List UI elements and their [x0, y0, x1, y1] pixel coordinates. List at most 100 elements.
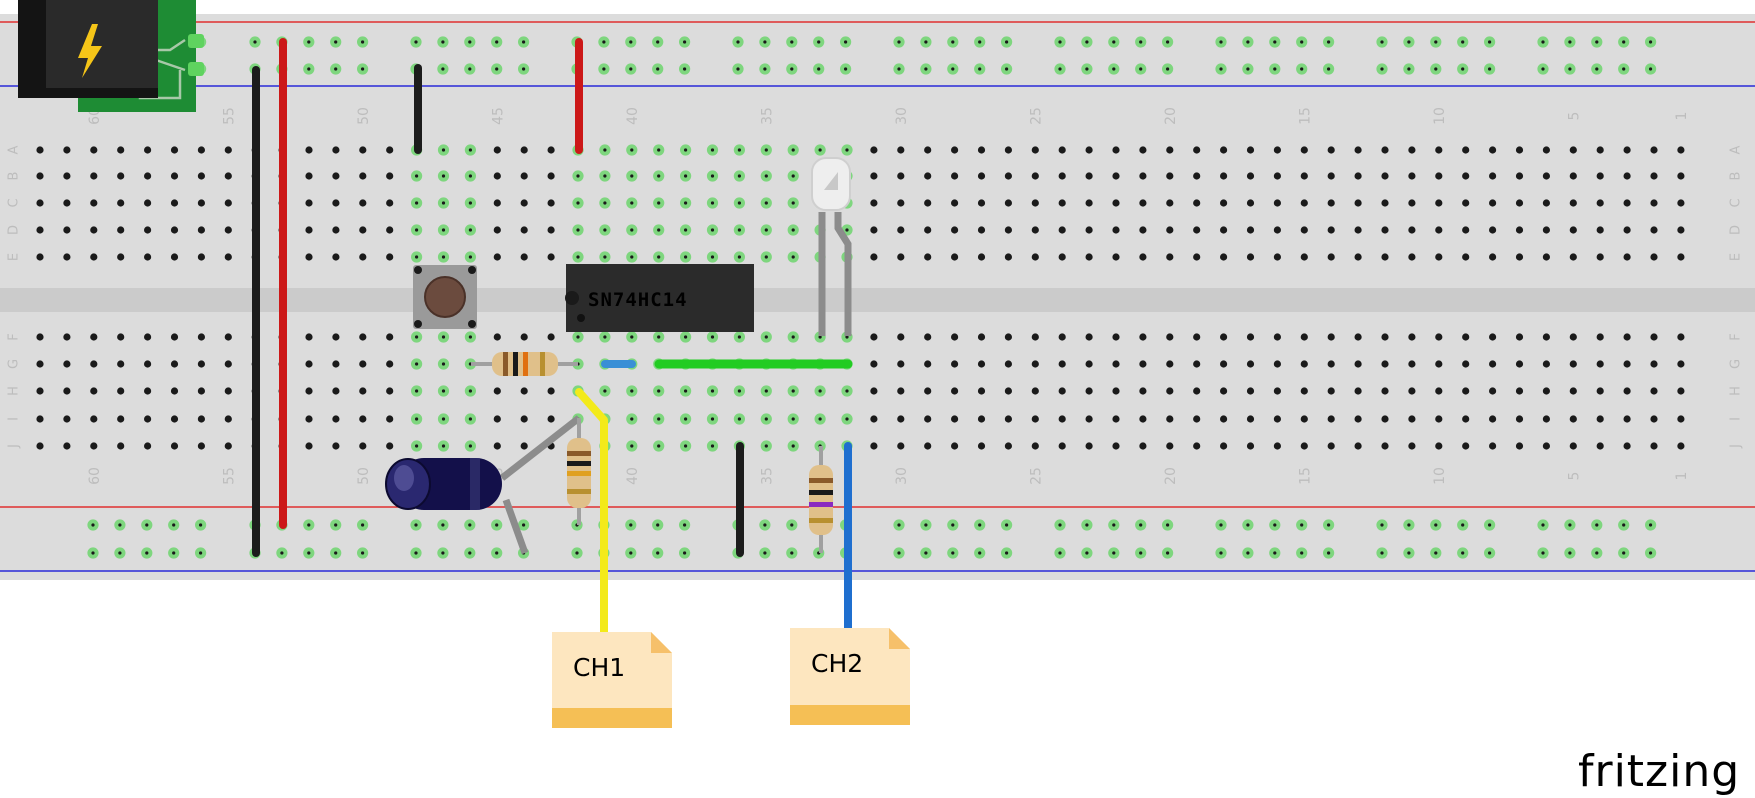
- breadboard-hole: [1215, 519, 1227, 531]
- breadboard-hole: [924, 253, 932, 261]
- breadboard-hole: [1215, 547, 1227, 559]
- breadboard-hole: [410, 36, 422, 48]
- breadboard-hole: [1569, 199, 1577, 207]
- row-letter-label: J: [1729, 444, 1744, 449]
- breadboard-hole: [1273, 226, 1281, 234]
- breadboard-hole: [732, 63, 744, 75]
- breadboard-hole: [332, 415, 340, 423]
- breadboard-hole: [652, 519, 664, 531]
- row-letter-label: D: [1729, 225, 1744, 235]
- breadboard-hole: [599, 144, 611, 156]
- breadboard-hole: [195, 547, 207, 559]
- breadboard-hole: [1220, 226, 1228, 234]
- breadboard-hole: [1430, 547, 1442, 559]
- breadboard-hole: [787, 251, 799, 263]
- breadboard-hole: [1004, 253, 1013, 261]
- breadboard-hole: [437, 385, 450, 397]
- breadboard-hole: [1596, 253, 1604, 261]
- breadboard-hole: [1623, 146, 1631, 154]
- breadboard-hole: [924, 199, 932, 207]
- breadboard-hole: [1623, 172, 1631, 180]
- breadboard-hole: [1435, 415, 1443, 423]
- breadboard-hole: [197, 199, 205, 207]
- row-letter-label: C: [1729, 198, 1744, 207]
- breadboard-hole: [1408, 387, 1416, 395]
- breadboard-hole: [1162, 547, 1174, 559]
- breadboard-hole: [1381, 360, 1389, 368]
- breadboard-hole: [170, 415, 179, 423]
- breadboard-hole: [1623, 387, 1631, 395]
- breadboard-hole: [1300, 146, 1308, 154]
- breadboard-hole: [518, 36, 530, 48]
- breadboard-hole: [787, 224, 799, 236]
- breadboard-hole: [1246, 387, 1255, 395]
- breadboard-hole: [1193, 442, 1201, 450]
- breadboard-hole: [706, 224, 719, 236]
- breadboard-hole: [1166, 226, 1174, 234]
- breadboard-hole: [706, 197, 719, 209]
- breadboard-hole: [411, 224, 423, 236]
- probe-label-ch1: CH1: [573, 653, 625, 682]
- breadboard-hole: [359, 387, 367, 395]
- breadboard-hole: [786, 519, 798, 531]
- breadboard-hole: [1381, 387, 1389, 395]
- breadboard-hole: [1650, 387, 1658, 395]
- breadboard-hole: [1031, 442, 1039, 450]
- breadboard-hole: [706, 170, 719, 182]
- breadboard-hole: [1193, 172, 1201, 180]
- breadboard-hole: [893, 547, 905, 559]
- breadboard-hole: [520, 387, 528, 395]
- breadboard-hole: [1462, 415, 1470, 423]
- breadboard-hole: [90, 253, 98, 261]
- breadboard-hole: [626, 251, 638, 263]
- breadboard-hole: [920, 63, 932, 75]
- breadboard-hole: [90, 360, 98, 368]
- column-number-label: 5: [1566, 472, 1582, 481]
- column-number-label: 25: [1028, 467, 1044, 485]
- breadboard-hole: [1300, 442, 1308, 450]
- breadboard-hole: [1596, 199, 1604, 207]
- breadboard-hole: [1273, 415, 1281, 423]
- breadboard-hole: [1596, 146, 1604, 154]
- breadboard-hole: [1273, 442, 1281, 450]
- breadboard-hole: [114, 519, 126, 531]
- breadboard-hole: [1376, 36, 1388, 48]
- breadboard-hole: [1215, 36, 1227, 48]
- breadboard-hole: [1300, 226, 1308, 234]
- breadboard-hole: [733, 413, 746, 425]
- breadboard-hole: [626, 224, 638, 236]
- breadboard-hole: [1323, 36, 1335, 48]
- breadboard-hole: [1001, 547, 1013, 559]
- breadboard-hole: [920, 547, 932, 559]
- breadboard-hole: [787, 170, 799, 182]
- breadboard-hole: [653, 224, 665, 236]
- column-number-label: 10: [1432, 467, 1448, 485]
- breadboard-hole: [464, 144, 476, 156]
- breadboard-hole: [679, 547, 691, 559]
- breadboard-hole: [625, 36, 637, 48]
- breadboard-hole: [841, 385, 853, 397]
- breadboard-hole: [787, 440, 799, 452]
- breadboard-hole: [977, 387, 986, 395]
- breadboard-hole: [897, 226, 905, 234]
- breadboard-hole: [63, 253, 71, 261]
- breadboard-hole: [1193, 387, 1201, 395]
- breadboard-hole: [359, 360, 367, 368]
- breadboard-hole: [974, 63, 986, 75]
- breadboard-hole: [520, 415, 528, 423]
- row-letter-label: C: [7, 198, 22, 207]
- breadboard-hole: [706, 251, 719, 263]
- breadboard-hole: [1596, 333, 1604, 341]
- breadboard-hole: [1462, 333, 1470, 341]
- breadboard-hole: [1273, 172, 1281, 180]
- breadboard-hole: [437, 36, 449, 48]
- breadboard-hole: [1484, 63, 1496, 75]
- breadboard-hole: [1269, 519, 1281, 531]
- breadboard-hole: [1300, 253, 1308, 261]
- breadboard-hole: [1618, 36, 1630, 48]
- breadboard-hole: [840, 63, 852, 75]
- breadboard-hole: [974, 547, 986, 559]
- breadboard-hole: [63, 146, 71, 154]
- breadboard-hole: [170, 333, 179, 341]
